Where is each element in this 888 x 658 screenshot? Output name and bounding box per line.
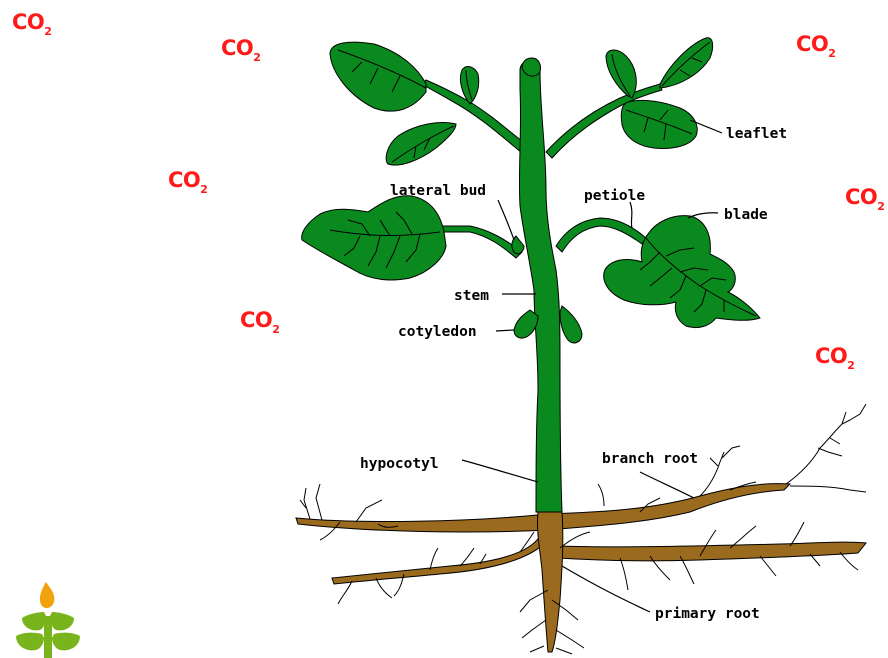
leaflet-top-right xyxy=(660,38,713,88)
leaflet-right xyxy=(621,100,697,148)
label-leaflet: leaflet xyxy=(726,126,787,142)
label-petiole: petiole xyxy=(584,188,645,204)
main-stem xyxy=(519,60,562,512)
label-stem: stem xyxy=(454,288,489,304)
label-cotyledon: cotyledon xyxy=(398,324,477,340)
upper-left-branch xyxy=(422,80,534,158)
root-system xyxy=(296,404,866,654)
branch-root-lower-left xyxy=(332,536,548,584)
label-blade: blade xyxy=(724,207,768,223)
blade-left xyxy=(302,196,446,280)
branch-root-lower-right xyxy=(558,542,866,561)
petiole-left xyxy=(440,226,522,258)
petiole-right xyxy=(556,218,646,252)
label-hypocotyl: hypocotyl xyxy=(360,456,439,472)
leader-primary-root xyxy=(562,566,650,612)
sprout-logo-icon xyxy=(16,582,80,658)
cotyledon-right xyxy=(560,306,582,343)
leader-hypocotyl xyxy=(462,460,538,482)
leader-cotyledon xyxy=(496,330,514,331)
label-primary-root: primary root xyxy=(655,606,760,622)
leader-branch-root xyxy=(640,472,694,498)
apical-bud xyxy=(522,58,541,76)
leader-petiole xyxy=(630,202,632,228)
leaflet-top-right-small xyxy=(606,50,636,98)
primary-root xyxy=(537,512,562,652)
label-lateral-bud: lateral bud xyxy=(390,183,486,199)
leader-lateral-bud xyxy=(498,200,514,240)
cotyledon-left xyxy=(514,310,538,338)
label-branch-root: branch root xyxy=(602,451,698,467)
